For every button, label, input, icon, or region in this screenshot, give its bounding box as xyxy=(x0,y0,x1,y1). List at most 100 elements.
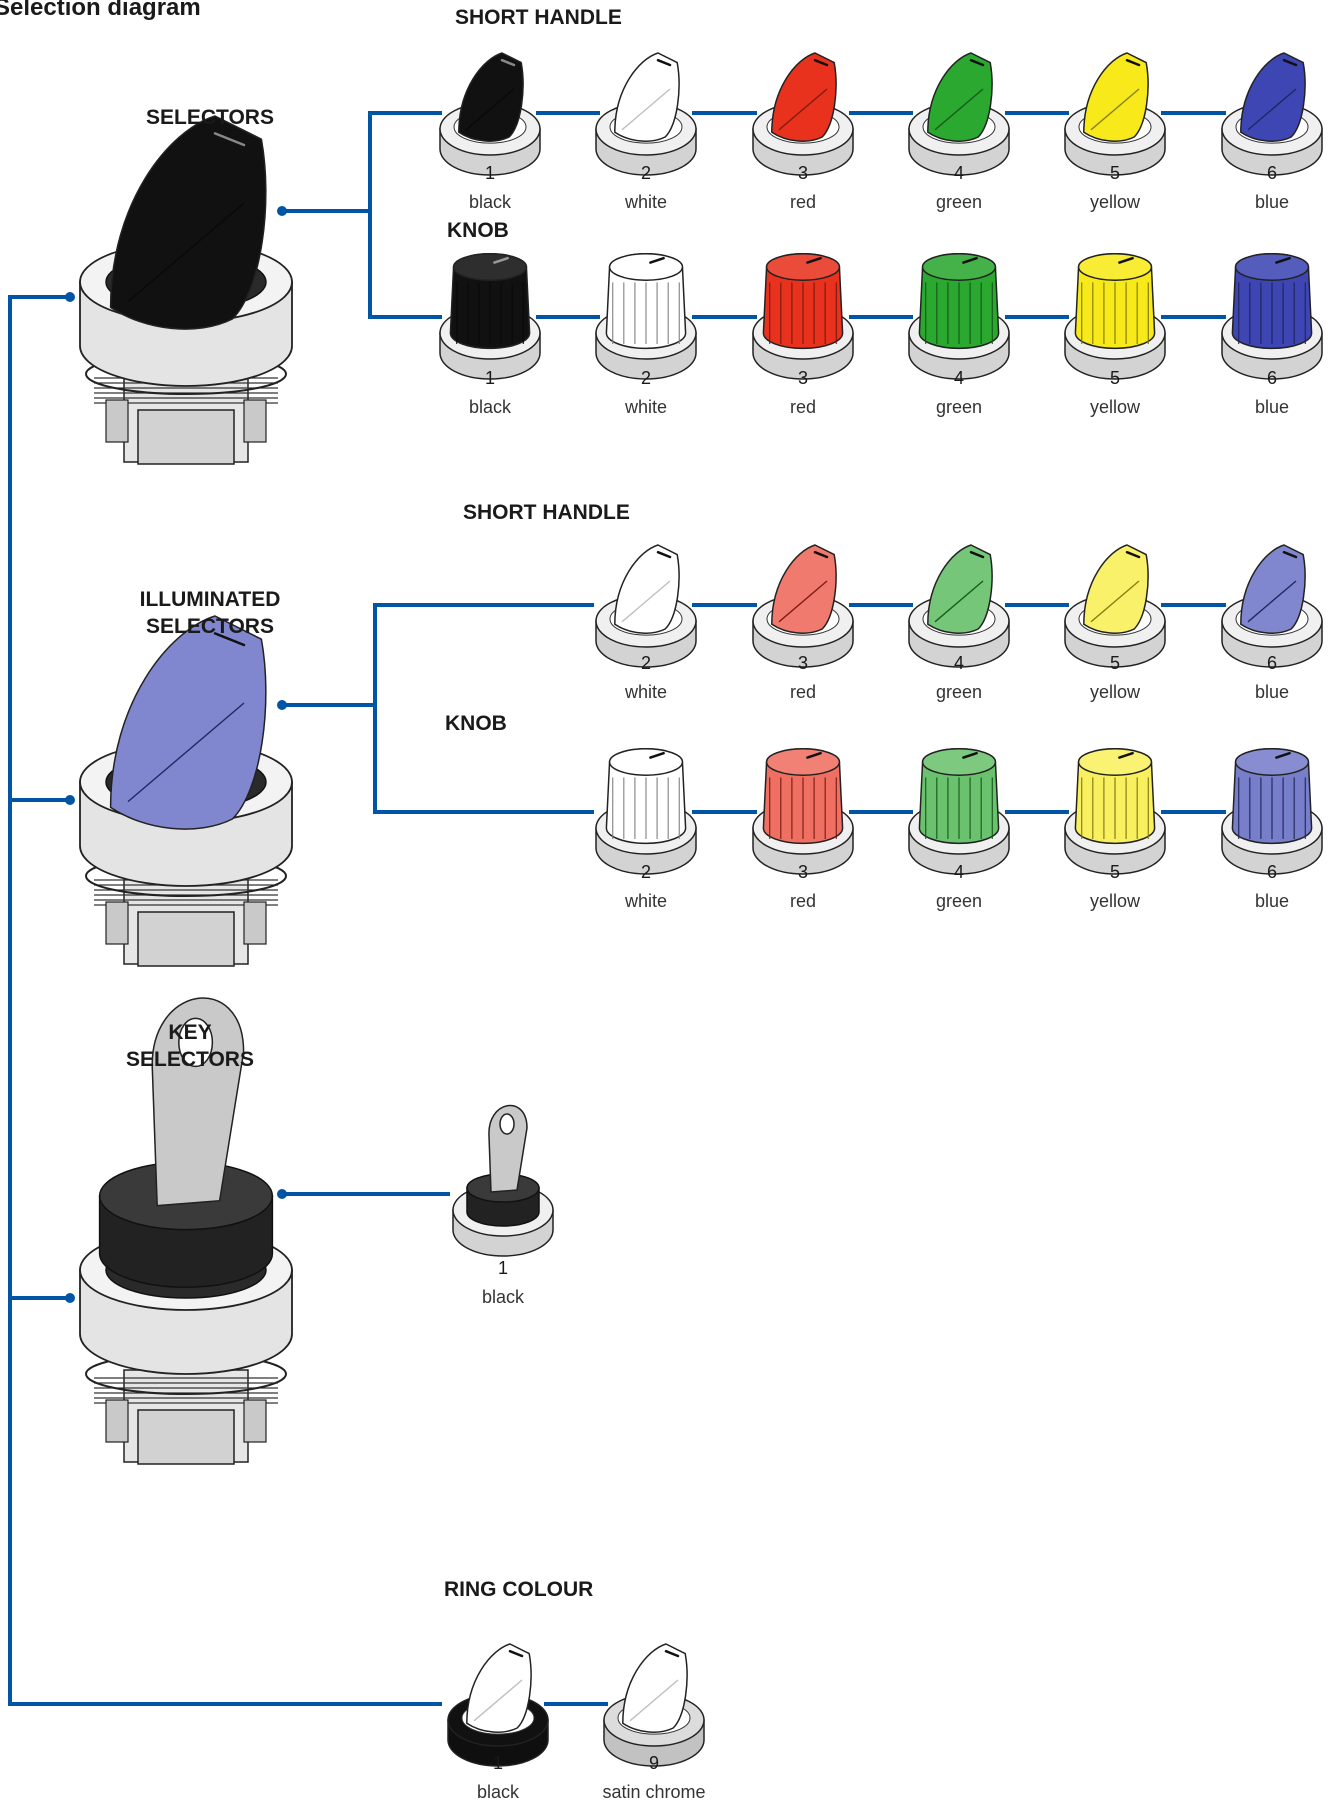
knob-top xyxy=(1077,748,1153,776)
short-handle xyxy=(771,52,837,142)
variant-color-name: green xyxy=(935,397,983,417)
knob-top xyxy=(608,253,684,281)
variant-color-name: yellow xyxy=(1089,397,1141,417)
variant-white-illustration xyxy=(595,52,697,176)
indicator-mark xyxy=(969,550,985,559)
variant-code: 2 xyxy=(640,163,651,183)
indicator-mark xyxy=(969,58,985,67)
variant-code: 4 xyxy=(953,368,964,388)
variant-color-name: red xyxy=(789,891,816,911)
variant-color-name: red xyxy=(789,397,816,417)
handle-edge xyxy=(465,88,515,131)
indicator-mark xyxy=(1275,256,1291,264)
section-label-selectors: SELECTORS xyxy=(146,106,274,129)
knob-grips xyxy=(1081,282,1149,344)
short-handle xyxy=(622,1643,688,1733)
knob-grips xyxy=(612,282,680,344)
main-vertical-connector xyxy=(8,295,442,1706)
handle-edge xyxy=(621,580,671,623)
indicator-mark xyxy=(649,256,665,264)
indicator-mark xyxy=(1118,751,1134,759)
variant-code: 3 xyxy=(797,163,808,183)
indicator-mark xyxy=(656,550,672,559)
housing-latch xyxy=(137,409,235,465)
housing-clip xyxy=(105,399,129,443)
indicator-mark xyxy=(962,256,978,264)
variant-code: 5 xyxy=(1109,163,1120,183)
section-label-illuminated-line1: ILLUMINATED xyxy=(139,588,281,611)
indicator-mark xyxy=(664,1649,680,1658)
short-handle xyxy=(109,615,267,830)
section-label-illuminated-selectors: ILLUMINATED SELECTORS xyxy=(90,586,330,640)
variant-red-illustration xyxy=(752,544,854,668)
handle-edge xyxy=(127,202,245,303)
variant-code: 3 xyxy=(797,862,808,882)
indicator-mark xyxy=(813,58,829,67)
variant-code: 9 xyxy=(648,1753,659,1773)
handle-edge xyxy=(629,1679,679,1722)
variant-code: 6 xyxy=(1266,163,1277,183)
variant-yellow-illustration xyxy=(1064,52,1166,176)
variant-green-illustration xyxy=(908,52,1010,176)
variant-code: 6 xyxy=(1266,368,1277,388)
housing-clip xyxy=(105,1399,129,1443)
subsection-label-illuminated-short-handle: SHORT HANDLE xyxy=(463,501,630,524)
housing-clip xyxy=(243,1399,267,1443)
variant-color-name: white xyxy=(624,192,668,212)
key-hole xyxy=(499,1113,515,1135)
key-selector-main-illustration xyxy=(79,997,293,1465)
variant-code: 5 xyxy=(1109,653,1120,673)
handle-edge xyxy=(934,580,984,623)
knob-top xyxy=(921,748,997,776)
indicator-mark xyxy=(806,256,822,264)
variant-code: 1 xyxy=(484,368,495,388)
key-hole xyxy=(178,1017,214,1068)
knob-top xyxy=(765,748,841,776)
section-label-illuminated-line2: SELECTORS xyxy=(146,615,274,638)
knob-top xyxy=(1234,253,1310,281)
handle-edge xyxy=(1247,88,1297,131)
knob-top xyxy=(1077,253,1153,281)
page-title: Selection diagram xyxy=(0,0,201,21)
short-handle xyxy=(109,115,267,330)
connector-bracket xyxy=(373,603,594,814)
variant-color-name: blue xyxy=(1254,192,1290,212)
variant-red-illustration xyxy=(752,748,854,875)
indicator-mark xyxy=(500,58,516,67)
connector-lines xyxy=(8,111,594,1706)
short-handle xyxy=(927,544,993,634)
variant-code: 6 xyxy=(1266,653,1277,673)
knob-top xyxy=(1234,748,1310,776)
connector-bracket xyxy=(368,111,442,319)
variant-red-illustration xyxy=(752,52,854,176)
variant-blue-illustration xyxy=(1221,748,1323,875)
variant-code: 5 xyxy=(1109,862,1120,882)
key-blade xyxy=(151,997,245,1207)
variant-code: 2 xyxy=(640,653,651,673)
knob-top xyxy=(452,253,528,281)
variant-yellow-illustration xyxy=(1064,253,1166,380)
variant-yellow-illustration xyxy=(1064,748,1166,875)
variant-green-illustration xyxy=(908,748,1010,875)
variant-color-name: black xyxy=(468,192,512,212)
knob-grips xyxy=(925,777,993,839)
handle-edge xyxy=(778,580,828,623)
knob-top xyxy=(921,253,997,281)
handle-edge xyxy=(1090,580,1140,623)
variant-blue-illustration xyxy=(1221,52,1323,176)
variant-code: 6 xyxy=(1266,862,1277,882)
variant-color-name: white xyxy=(624,891,668,911)
variant-illustrations xyxy=(439,52,1323,1767)
knob-grips xyxy=(1238,777,1306,839)
short-handle xyxy=(466,1643,532,1733)
variant-color-name: yellow xyxy=(1089,682,1141,702)
variant-code: 4 xyxy=(953,862,964,882)
variant-satin-chrome-illustration xyxy=(603,1643,705,1767)
illuminated-selector-main-illustration xyxy=(79,615,293,967)
variant-code: 2 xyxy=(640,862,651,882)
indicator-mark xyxy=(1282,58,1298,67)
knob-grips xyxy=(1081,777,1149,839)
short-handle xyxy=(1240,52,1306,142)
variant-color-name: black xyxy=(468,397,512,417)
